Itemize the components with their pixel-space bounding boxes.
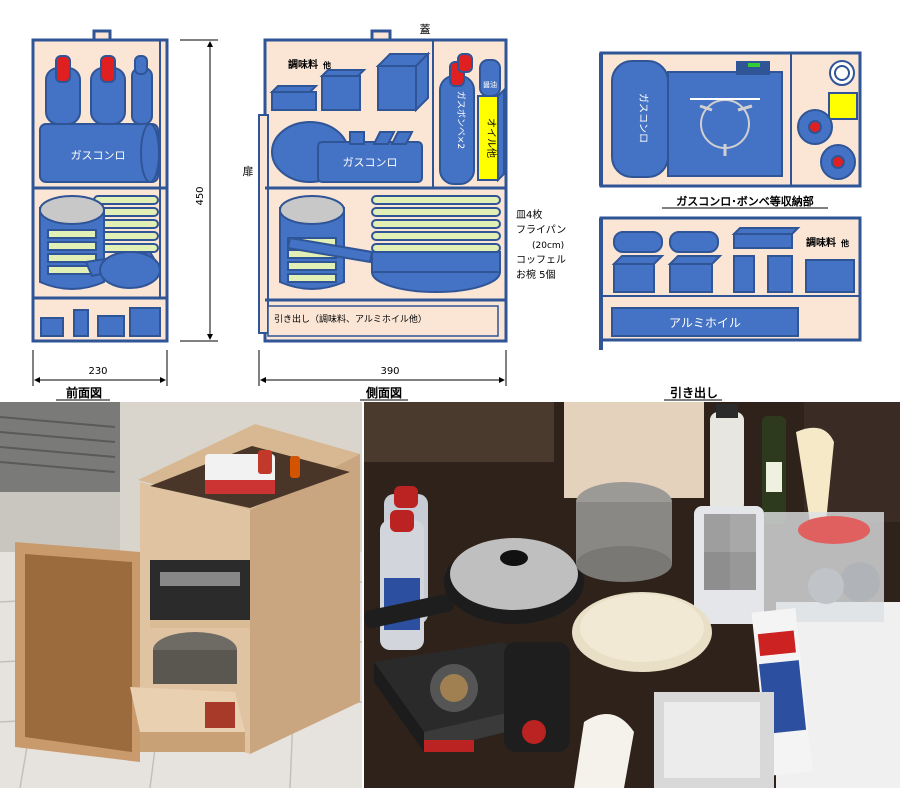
front-height-dimension (180, 39, 218, 342)
drawer-side-items (797, 60, 858, 180)
side-item-frypan-size: (20cm) (532, 241, 564, 251)
side-stove-label: ガスコンロ (343, 156, 398, 169)
drawer-foil (611, 307, 799, 337)
side-view-caption: 側面図 (365, 385, 402, 400)
cabinet-photo (0, 402, 362, 788)
gear-photo (364, 402, 900, 788)
front-stove-label: ガスコンロ (71, 149, 126, 162)
front-height-label: 450 (195, 186, 206, 205)
side-oil-box: オイル他 (477, 87, 505, 183)
drawer-seasoning-items (611, 227, 855, 293)
side-gas-cans: ガスボンベ×2 (439, 53, 475, 185)
drawer-top-caption: ガスコンロ･ボンベ等収納部 (676, 194, 814, 208)
drawer-seasoning-suffix: 他 (840, 238, 849, 248)
front-gas-cans (45, 55, 153, 125)
front-pot (39, 195, 161, 290)
gear-gas-cans (380, 486, 428, 650)
drawer-foil-label: アルミホイル (669, 316, 741, 330)
drawer-stove-label: ガスコンロ (637, 93, 649, 143)
side-width-dimension (258, 350, 507, 386)
front-width-label: 230 (88, 366, 107, 377)
gear-bottles (710, 404, 834, 524)
cabinet-diagram: ガスコンロ 450 230 前面図 (31, 23, 862, 401)
gear-photo-illustration (364, 402, 900, 788)
front-view-caption: 前面図 (66, 385, 102, 400)
side-drawer-label: 引き出し（調味料、アルミホイル他） (274, 313, 427, 325)
side-oil-label: オイル他 (485, 118, 498, 158)
front-drawer-items (40, 307, 161, 337)
side-seasoning-suffix: 他 (322, 60, 331, 70)
side-seasoning-boxes (269, 51, 431, 113)
side-plates (371, 195, 501, 253)
gear-misc (574, 692, 774, 788)
side-drawer (267, 305, 499, 337)
front-width-dimension (32, 350, 168, 386)
side-seasoning-label: 調味料 (288, 58, 318, 71)
front-gas-stove: ガスコンロ (39, 123, 160, 183)
gear-cups (694, 506, 764, 624)
side-item-cookware: コッフェル (516, 255, 566, 266)
side-cans-label: ガスボンベ×2 (455, 91, 466, 149)
gear-bowls (764, 512, 884, 622)
side-item-plates: 皿4枚 (516, 208, 542, 221)
gear-plates (572, 592, 712, 672)
side-item-bowls: お椀 5個 (516, 268, 556, 281)
side-soy-label: 醤油 (483, 80, 497, 89)
side-soy-bottle: 醤油 (479, 59, 501, 97)
drawer-view-caption: 引き出し (670, 385, 718, 400)
gear-stove (374, 642, 570, 752)
side-item-frypan: フライパン (516, 224, 566, 236)
gear-pot (576, 482, 672, 582)
gear-frying-pan (364, 538, 584, 629)
side-door (258, 114, 269, 334)
drawer-stove: ガスコンロ (611, 60, 783, 178)
cabinet-photo-illustration (0, 402, 362, 788)
drawer-seasoning-label: 調味料 (806, 236, 836, 249)
gear-foil-box (751, 608, 813, 776)
side-width-label: 390 (380, 366, 399, 377)
side-door-label: 扉 (243, 165, 254, 178)
side-gas-stove: ガスコンロ (271, 121, 423, 183)
side-pot (279, 195, 501, 293)
side-lid-label: 蓋 (420, 23, 431, 36)
